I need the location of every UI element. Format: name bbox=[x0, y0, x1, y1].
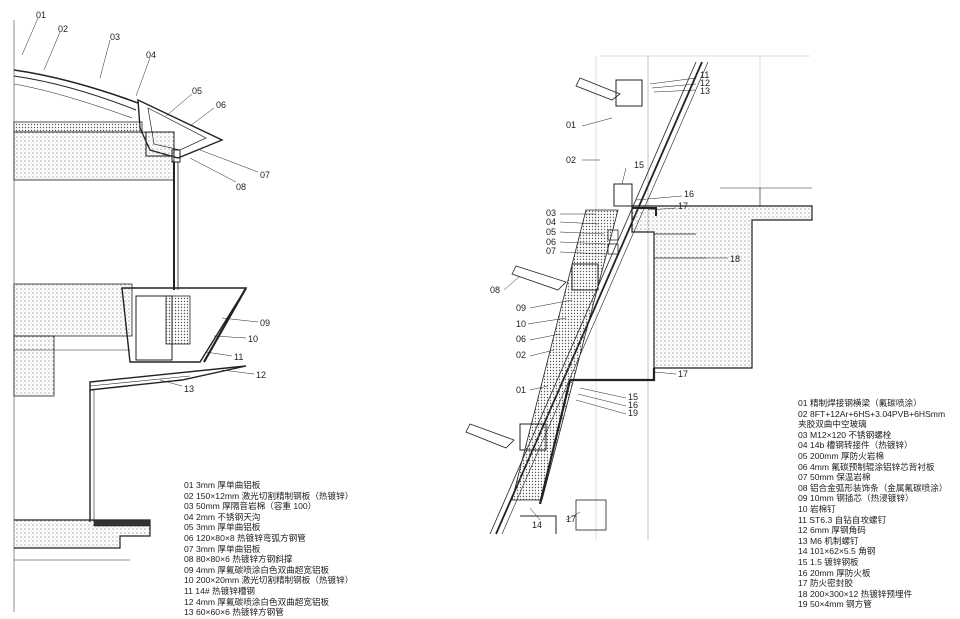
left-section-detail bbox=[13, 17, 259, 612]
legend-item: 06 4mm 氟碳预制辊涂铝锌芯背衬板 bbox=[798, 461, 935, 472]
legend-item: 16 20mm 厚防火板 bbox=[798, 567, 871, 578]
callout-left-09: 09 bbox=[260, 318, 270, 328]
callout-right-13: 13 bbox=[700, 86, 710, 96]
legend-item: 03 50mm 厚隔音岩棉（容重 100） bbox=[184, 501, 317, 512]
legend-item: 06 120×80×8 热镀锌弯弧方钢管 bbox=[184, 532, 306, 543]
callout-left-07: 07 bbox=[260, 170, 270, 180]
callout-left-13: 13 bbox=[184, 384, 194, 394]
callout-right-17-a: 17 bbox=[678, 201, 688, 211]
callout-right-10: 10 bbox=[516, 319, 526, 329]
callout-right-02-b: 02 bbox=[516, 350, 526, 360]
callout-right-08: 08 bbox=[490, 285, 500, 295]
callout-right-02-a: 02 bbox=[566, 155, 576, 165]
legend-item: 19 50×4mm 钢方管 bbox=[798, 599, 872, 610]
left-callouts: 01 02 03 04 05 06 07 08 09 10 11 12 13 bbox=[36, 10, 270, 394]
callout-left-04: 04 bbox=[146, 50, 156, 60]
legend-item: 12 6mm 厚钢角码 bbox=[798, 525, 866, 536]
callout-right-15-b: 15 bbox=[628, 392, 638, 402]
callout-left-06: 06 bbox=[216, 100, 226, 110]
legend-item: 03 M12×120 不锈钢螺栓 bbox=[798, 429, 892, 440]
legend-item: 01 精制焊接钢横梁（氟碳喷涂） bbox=[798, 398, 922, 408]
legend-item: 09 4mm 厚氟碳喷涂白色双曲超宽铝板 bbox=[184, 564, 330, 575]
callout-right-11: 11 bbox=[700, 70, 709, 80]
callout-right-04: 04 bbox=[546, 217, 556, 227]
legend-item: 04 2mm 不锈钢天沟 bbox=[184, 511, 261, 522]
legend-item: 11 14# 热镀锌槽钢 bbox=[184, 585, 256, 596]
legend-item: 14 101×62×5.5 角钢 bbox=[798, 546, 876, 557]
callout-right-05: 05 bbox=[546, 227, 556, 237]
callout-right-12: 12 bbox=[700, 78, 710, 88]
callout-right-16-a: 16 bbox=[684, 189, 694, 199]
legend-item: 10 200×20mm 激光切割精制钢板（热镀锌） bbox=[184, 575, 354, 586]
legend-item: 13 M6 机制螺钉 bbox=[798, 535, 859, 546]
legend-item: 02 8FT+12Ar+6HS+3.04PVB+6HSmm bbox=[798, 408, 946, 419]
callout-right-07: 07 bbox=[546, 246, 556, 256]
legend-item: 13 60×60×6 热镀锌方钢管 bbox=[184, 607, 284, 618]
legend-item: 09 10mm 钢插芯（热浸镀锌） bbox=[798, 493, 914, 504]
legend-item: 12 4mm 厚氟碳喷涂白色双曲超宽铝板 bbox=[184, 596, 330, 607]
legend-item: 02 150×12mm 激光切割精制钢板（热镀锌） bbox=[184, 490, 354, 501]
callout-right-03: 03 bbox=[546, 208, 556, 218]
right-section-detail bbox=[465, 55, 813, 540]
callout-right-15-a: 15 bbox=[634, 160, 644, 170]
legend-item: 08 80×80×6 热镀锌方钢斜撑 bbox=[184, 554, 293, 565]
callout-left-11: 11 bbox=[234, 352, 243, 362]
legend-item: 10 岩棉钉 bbox=[798, 503, 836, 514]
callout-right-01-b: 01 bbox=[516, 385, 526, 395]
callout-right-18: 18 bbox=[730, 254, 740, 264]
callout-right-14: 14 bbox=[532, 520, 542, 530]
right-callouts: 11 12 13 01 02 15 16 17 03 04 05 06 07 1… bbox=[490, 70, 740, 530]
callout-left-02: 02 bbox=[58, 24, 68, 34]
legend-item: 11 ST6.3 自钻自攻螺钉 bbox=[798, 514, 887, 525]
callout-left-12: 12 bbox=[256, 370, 266, 380]
legend-item: 05 3mm 厚单曲铝板 bbox=[184, 522, 261, 533]
callout-right-09: 09 bbox=[516, 303, 526, 313]
callout-left-05: 05 bbox=[192, 86, 202, 96]
left-legend: 01 3mm 厚单曲铝板 02 150×12mm 激光切割精制钢板（热镀锌） 0… bbox=[184, 480, 353, 618]
legend-item: 01 3mm 厚单曲铝板 bbox=[184, 480, 261, 490]
callout-left-01: 01 bbox=[36, 10, 46, 20]
legend-item: 夹胶双曲中空玻璃 bbox=[798, 419, 867, 430]
callout-right-16-b: 16 bbox=[628, 400, 638, 410]
legend-item: 15 1.5 镀锌钢板 bbox=[798, 556, 859, 567]
legend-item: 04 14b 槽钢转接件（热镀锌） bbox=[798, 440, 913, 451]
callout-left-08: 08 bbox=[236, 182, 246, 192]
legend-item: 07 50mm 保温岩棉 bbox=[798, 472, 871, 483]
callout-left-10: 10 bbox=[248, 334, 258, 344]
callout-left-03: 03 bbox=[110, 32, 120, 42]
legend-item: 17 防火密封胶 bbox=[798, 578, 853, 589]
legend-item: 18 200×300×12 热镀锌预埋件 bbox=[798, 588, 913, 599]
callout-right-06-b: 06 bbox=[516, 334, 526, 344]
legend-item: 05 200mm 厚防火岩棉 bbox=[798, 450, 884, 461]
callout-right-17-c: 17 bbox=[566, 514, 576, 524]
callout-right-01-a: 01 bbox=[566, 120, 576, 130]
legend-item: 07 3mm 厚单曲铝板 bbox=[184, 543, 261, 554]
callout-right-17-b: 17 bbox=[678, 369, 688, 379]
callout-right-19: 19 bbox=[628, 408, 638, 418]
callout-right-06-a: 06 bbox=[546, 237, 556, 247]
legend-item: 08 铝合金弧形装饰条（金属氟碳喷涂） bbox=[798, 482, 948, 493]
right-legend: 01 精制焊接钢横梁（氟碳喷涂） 02 8FT+12Ar+6HS+3.04PVB… bbox=[798, 398, 947, 610]
